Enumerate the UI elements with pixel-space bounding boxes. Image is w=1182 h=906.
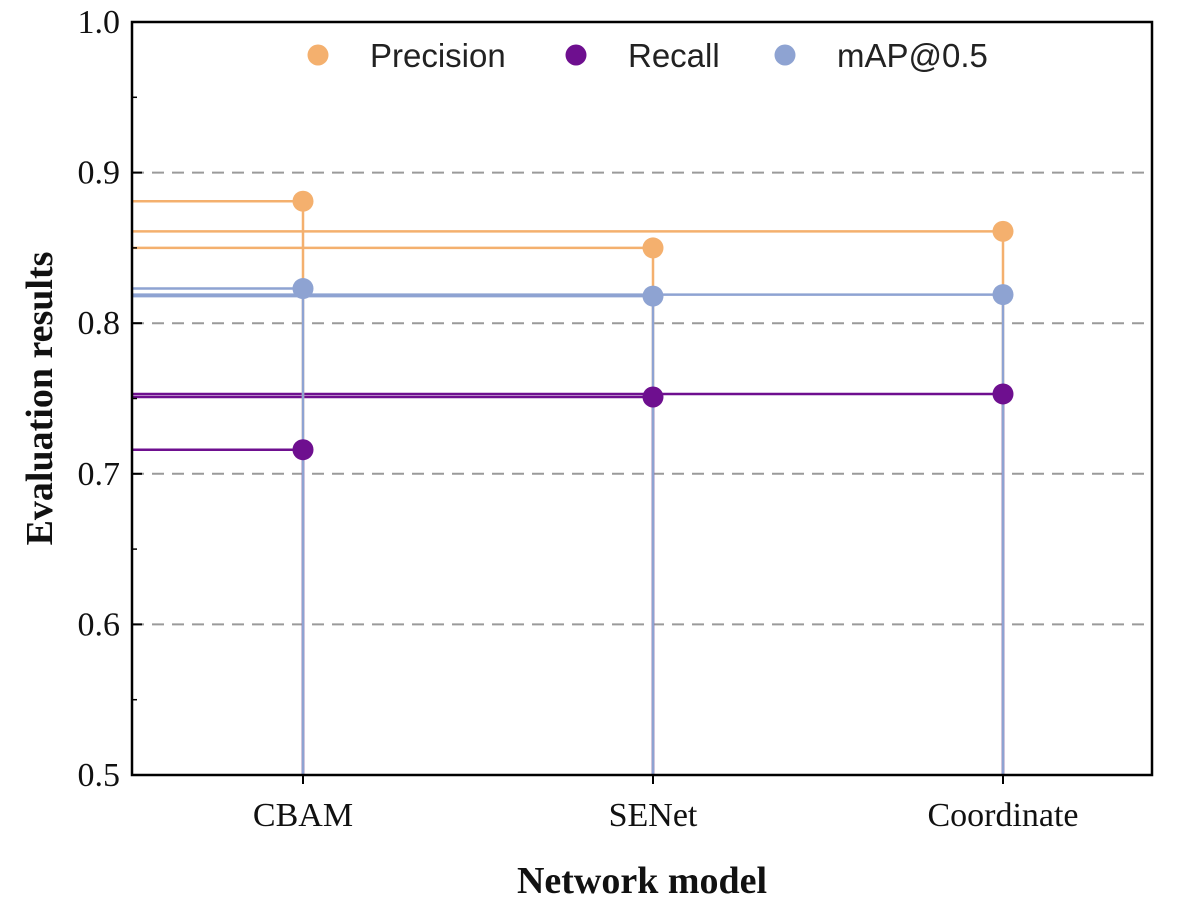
x-axis-ticks: CBAM SENet Coordinate [253, 775, 1079, 834]
y-tick-label: 0.7 [78, 456, 121, 493]
legend-marker [307, 44, 329, 66]
data-points [292, 190, 1014, 461]
reference-lines [132, 199, 1003, 451]
y-axis-ticks: 0.5 0.6 0.7 0.8 0.9 1.0 [78, 4, 142, 794]
x-tick-label: CBAM [253, 797, 353, 834]
data-point [292, 190, 314, 212]
data-point [292, 278, 314, 300]
y-tick-label: 0.9 [78, 155, 121, 192]
legend-label: Precision [370, 37, 506, 74]
y-tick-label: 0.8 [78, 305, 121, 342]
legend: Precision Recall mAP@0.5 [307, 37, 988, 74]
x-axis-title: Network model [517, 860, 767, 902]
y-tick-label: 0.5 [78, 757, 121, 794]
x-tick-label: SENet [609, 797, 698, 834]
data-point [642, 237, 664, 259]
data-point [992, 284, 1014, 306]
data-point [292, 439, 314, 461]
y-tick-label: 1.0 [78, 4, 121, 41]
legend-marker [774, 44, 796, 66]
y-axis-title: Evaluation results [19, 252, 61, 546]
data-point [642, 285, 664, 307]
legend-label: mAP@0.5 [837, 37, 988, 74]
data-point [642, 386, 664, 408]
x-tick-label: Coordinate [927, 797, 1078, 834]
legend-label: Recall [628, 37, 720, 74]
data-point [992, 220, 1014, 242]
y-tick-label: 0.6 [78, 606, 121, 643]
legend-marker [565, 44, 587, 66]
data-point [992, 383, 1014, 405]
